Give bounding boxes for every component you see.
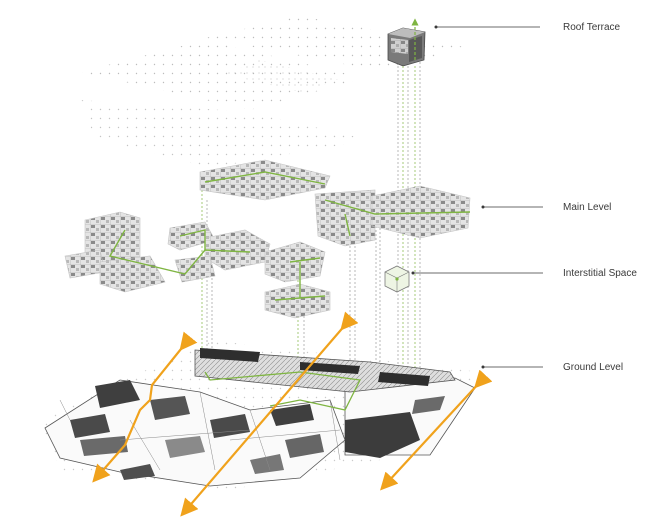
label-main-level: Main Level	[482, 202, 612, 213]
label-roof-terrace-text: Roof Terrace	[563, 22, 621, 33]
roof-terrace-volume	[388, 28, 425, 66]
main-level-plates	[65, 160, 470, 318]
label-ground-level: Ground Level	[482, 362, 624, 373]
label-main-level-text: Main Level	[563, 202, 611, 213]
label-roof-terrace: Roof Terrace	[435, 22, 621, 33]
label-ground-level-text: Ground Level	[563, 362, 623, 373]
label-interstitial-space-text: Interstitial Space	[563, 268, 637, 279]
label-interstitial-space: Interstitial Space	[412, 268, 638, 279]
interstitial-space-cube	[385, 266, 409, 292]
